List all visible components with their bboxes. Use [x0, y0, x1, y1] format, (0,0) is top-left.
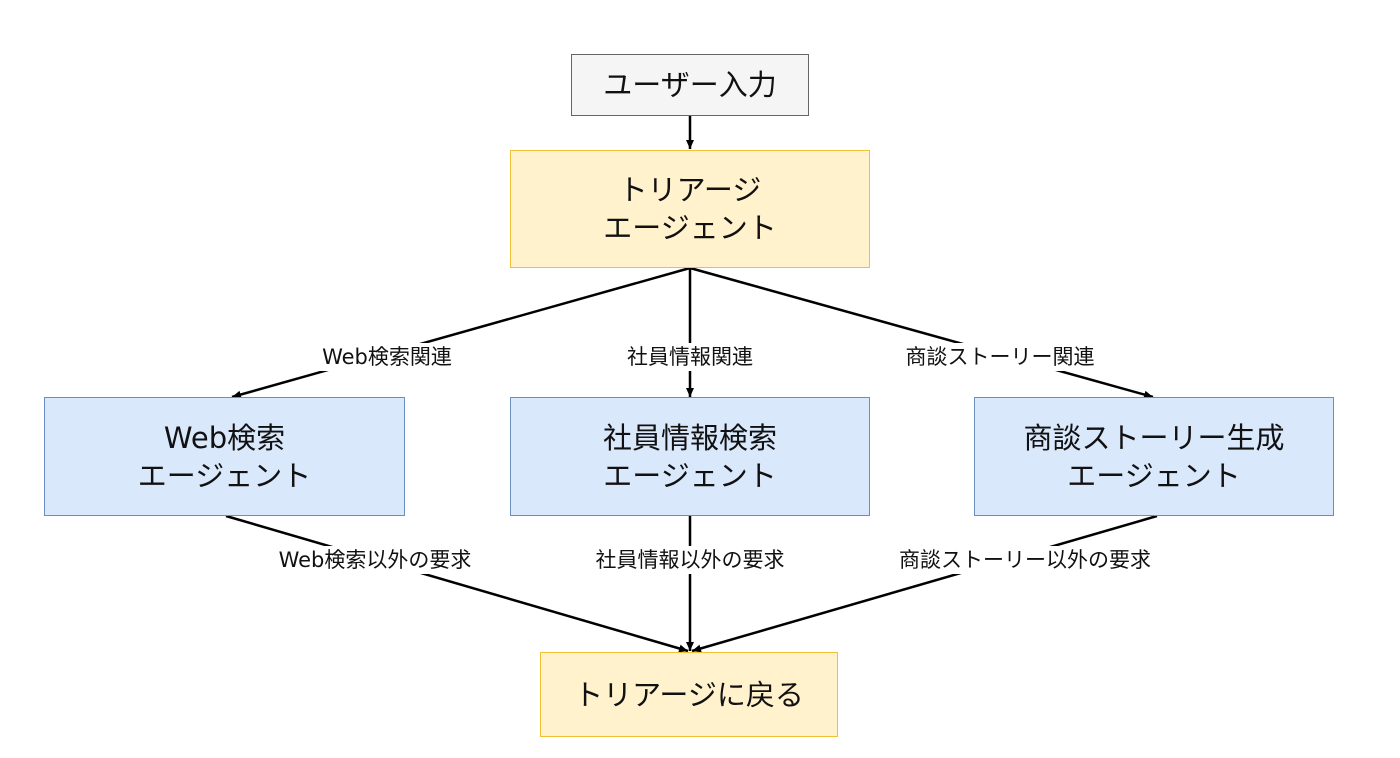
edge-label-web-related: Web検索関連 [319, 343, 455, 371]
web-search-agent-node: Web検索 エージェント [44, 397, 405, 516]
user-input-node: ユーザー入力 [571, 54, 809, 116]
user-input-label: ユーザー入力 [603, 68, 777, 102]
edge-story-to-return [691, 514, 1158, 653]
story-agent-label-line1: 商談ストーリー生成 [1023, 420, 1285, 455]
edge-label-employee-other: 社員情報以外の要求 [592, 546, 788, 574]
edge-label-employee-related: 社員情報関連 [624, 343, 756, 371]
employee-search-agent-label-line2: エージェント [603, 458, 777, 493]
edge-label-web-other: Web検索以外の要求 [275, 546, 475, 574]
edge-triage-to-story [689, 266, 1154, 399]
web-search-agent-label-line1: Web検索 [163, 420, 286, 455]
return-triage-label: トリアージに戻る [574, 677, 804, 712]
edge-web-to-return [225, 514, 689, 653]
triage-agent-label-line1: トリアージ [618, 173, 762, 207]
story-agent-label-line2: エージェント [1067, 458, 1241, 493]
story-agent-node: 商談ストーリー生成 エージェント [974, 397, 1334, 516]
edge-label-story-related: 商談ストーリー関連 [902, 343, 1098, 371]
edge-label-story-other: 商談ストーリー以外の要求 [896, 546, 1154, 574]
edge-triage-to-web [231, 266, 691, 399]
triage-agent-node: トリアージ エージェント [510, 150, 870, 268]
web-search-agent-label-line2: エージェント [137, 458, 312, 493]
employee-search-agent-node: 社員情報検索 エージェント [510, 397, 870, 516]
employee-search-agent-label-line1: 社員情報検索 [602, 420, 777, 455]
triage-agent-label-line2: エージェント [603, 211, 777, 245]
return-triage-node: トリアージに戻る [540, 652, 838, 737]
